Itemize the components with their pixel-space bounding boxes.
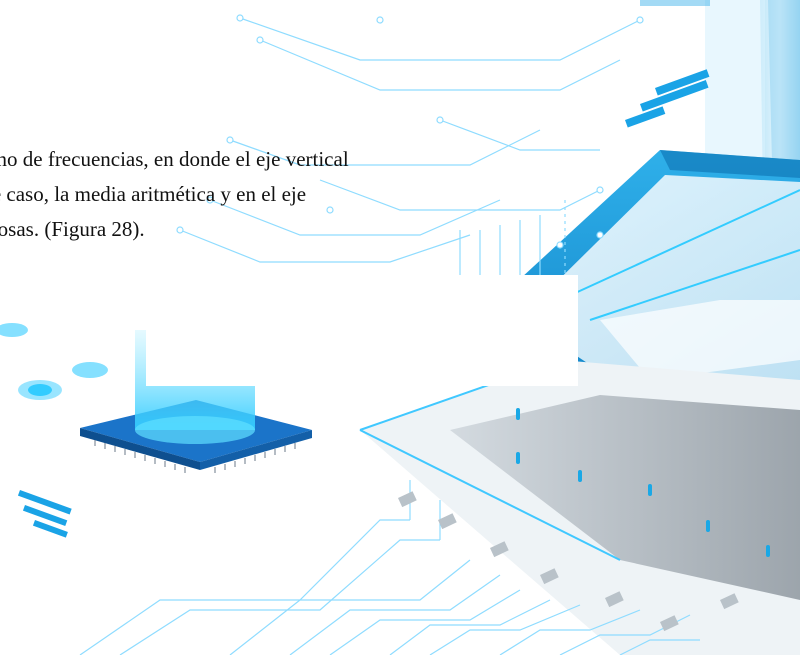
gray-surface	[359, 359, 800, 655]
components	[398, 491, 739, 632]
text-line: ono de frecuencias, en donde el eje vert…	[0, 147, 349, 171]
light-marks	[516, 408, 770, 557]
text-line: te caso, la media aritmética y en el eje	[0, 182, 307, 206]
accent-bars	[625, 0, 710, 128]
edge-glow	[559, 189, 800, 321]
blank-panel	[146, 275, 578, 386]
glow-pads	[0, 323, 108, 538]
circuit-traces-top	[179, 17, 641, 275]
trace-nodes	[176, 14, 644, 249]
text-line: itosas. (Figura 28).	[0, 217, 145, 241]
